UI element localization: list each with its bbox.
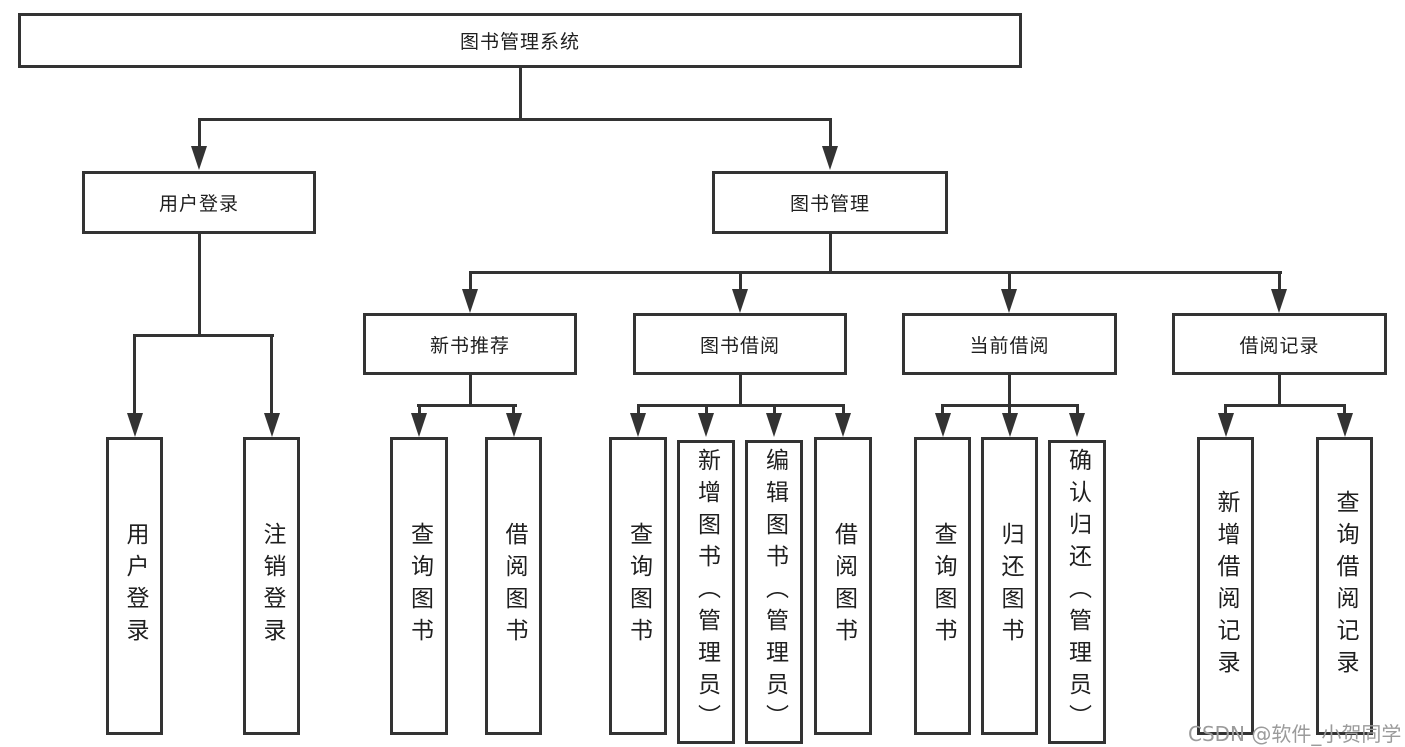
connector-line bbox=[1075, 404, 1079, 416]
connector-line bbox=[704, 404, 708, 416]
arrow-down-icon bbox=[630, 413, 646, 437]
connector-line bbox=[468, 271, 1282, 274]
connector-line bbox=[133, 336, 136, 416]
node-book-borrowing: 图书借阅 bbox=[633, 313, 847, 375]
connector-line bbox=[270, 336, 273, 416]
connector-line bbox=[1224, 404, 1227, 416]
connector-line bbox=[636, 404, 845, 407]
watermark: CSDN @软件_小贺同学 bbox=[1188, 722, 1402, 746]
leaf-query-books-current: 查询图书 bbox=[914, 437, 971, 735]
arrow-down-icon bbox=[1069, 413, 1085, 437]
arrow-down-icon bbox=[698, 413, 714, 437]
connector-line bbox=[772, 404, 776, 416]
arrow-down-icon bbox=[126, 413, 143, 437]
connector-line bbox=[197, 118, 832, 121]
leaf-query-books-recommend: 查询图书 bbox=[390, 437, 448, 735]
connector-line bbox=[417, 404, 421, 416]
connector-line bbox=[468, 273, 472, 291]
arrow-down-icon bbox=[263, 413, 280, 437]
leaf-borrow-books-borrowing: 借阅图书 bbox=[814, 437, 872, 735]
arrow-down-icon bbox=[822, 146, 838, 170]
leaf-query-borrow-record: 查询借阅记录 bbox=[1316, 437, 1373, 735]
leaf-edit-books-admin: 编辑图书（管理员） bbox=[745, 440, 803, 744]
connector-line bbox=[636, 404, 640, 416]
node-current-borrowing: 当前借阅 bbox=[902, 313, 1117, 375]
connector-line bbox=[828, 234, 832, 273]
connector-line bbox=[1277, 273, 1281, 291]
connector-line bbox=[197, 120, 201, 148]
leaf-borrow-books-recommend: 借阅图书 bbox=[485, 437, 542, 735]
arrow-down-icon bbox=[191, 146, 207, 170]
arrow-down-icon bbox=[462, 289, 478, 313]
node-root: 图书管理系统 bbox=[18, 13, 1022, 68]
connector-line bbox=[197, 234, 201, 337]
arrow-down-icon bbox=[1271, 289, 1287, 313]
arrow-down-icon bbox=[505, 413, 522, 437]
leaf-user-login: 用户登录 bbox=[106, 437, 163, 735]
connector-line bbox=[512, 404, 515, 416]
connector-line bbox=[1343, 404, 1346, 416]
arrow-down-icon bbox=[1336, 413, 1353, 437]
leaf-logout-login: 注销登录 bbox=[243, 437, 300, 735]
leaf-add-borrow-record: 新增借阅记录 bbox=[1197, 437, 1254, 735]
arrow-down-icon bbox=[1217, 413, 1234, 437]
leaf-query-books-borrowing: 查询图书 bbox=[609, 437, 667, 735]
node-borrowing-records: 借阅记录 bbox=[1172, 313, 1387, 375]
connector-line bbox=[1277, 375, 1281, 407]
connector-line bbox=[1224, 404, 1346, 407]
node-user-login: 用户登录 bbox=[82, 171, 316, 234]
arrow-down-icon bbox=[1001, 289, 1017, 313]
connector-line bbox=[417, 404, 517, 407]
leaf-add-books-admin: 新增图书（管理员） bbox=[677, 440, 735, 744]
connector-line bbox=[841, 404, 845, 416]
connector-line bbox=[1008, 404, 1011, 416]
arrow-down-icon bbox=[732, 289, 748, 313]
arrow-down-icon bbox=[835, 413, 851, 437]
connector-line bbox=[518, 68, 522, 121]
connector-line bbox=[738, 375, 742, 407]
arrow-down-icon bbox=[411, 413, 427, 437]
connector-line bbox=[941, 404, 944, 416]
connector-line bbox=[1007, 273, 1011, 291]
arrow-down-icon bbox=[1001, 413, 1018, 437]
connector-line bbox=[468, 375, 472, 407]
arrow-down-icon bbox=[766, 413, 782, 437]
leaf-return-books: 归还图书 bbox=[981, 437, 1038, 735]
node-new-book-recommend: 新书推荐 bbox=[363, 313, 577, 375]
connector-line bbox=[738, 273, 742, 291]
leaf-confirm-return-admin: 确认归还（管理员） bbox=[1048, 440, 1106, 744]
node-book-management: 图书管理 bbox=[712, 171, 948, 234]
arrow-down-icon bbox=[934, 413, 951, 437]
connector-line bbox=[1007, 375, 1011, 407]
connector-line bbox=[133, 334, 274, 337]
connector-line bbox=[828, 120, 832, 148]
